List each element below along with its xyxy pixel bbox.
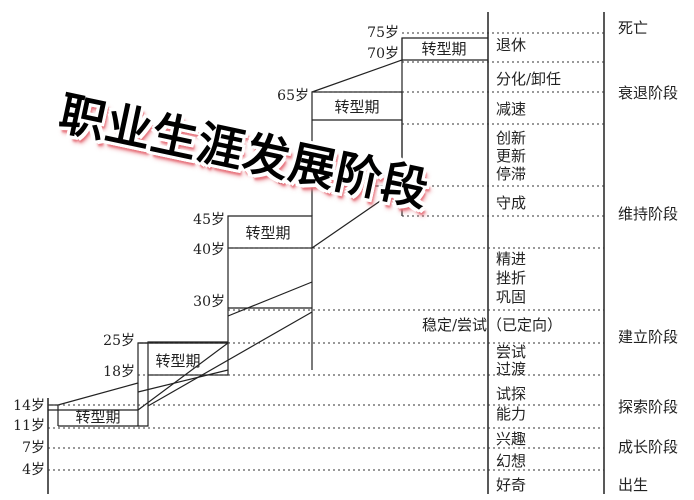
behavior-label: 减速 bbox=[496, 100, 526, 118]
age-label: 18岁 bbox=[103, 364, 135, 380]
stair-step-2-slope-b bbox=[147, 311, 313, 407]
behavior-label: 巩固 bbox=[496, 288, 526, 306]
stair-step-2-slope-a bbox=[137, 369, 229, 393]
transition-label: 转型期 bbox=[245, 224, 290, 242]
behavior-label: 兴趣 bbox=[496, 430, 526, 448]
behavior-label: 退休 bbox=[496, 36, 526, 54]
age-label: 40岁 bbox=[193, 242, 225, 258]
transition-label: 转型期 bbox=[155, 352, 200, 370]
behavior-label: 创新 bbox=[496, 129, 526, 147]
age-label: 70岁 bbox=[367, 46, 399, 62]
age-label: 7岁 bbox=[22, 440, 45, 456]
behavior-label: 分化/卸任 bbox=[496, 70, 561, 88]
behavior-label: 好奇 bbox=[496, 476, 526, 494]
behavior-label: 试探 bbox=[496, 385, 526, 403]
behavior-label: 更新 bbox=[496, 147, 526, 165]
age-label: 75岁 bbox=[367, 25, 399, 41]
stair-step-2-front bbox=[138, 341, 228, 427]
stage-label-growth: 成长阶段 bbox=[618, 438, 678, 456]
behavior-label: 稳定/尝试（已定向） bbox=[422, 316, 562, 334]
stage-label-birth: 出生 bbox=[618, 476, 648, 494]
age-label: 30岁 bbox=[193, 294, 225, 310]
age-labels: 75岁 70岁 65岁 50岁 45岁 40岁 30岁 25岁 18岁 14岁 … bbox=[13, 25, 399, 478]
behavior-label: 精进 bbox=[496, 250, 526, 268]
stage-label-death: 死亡 bbox=[618, 19, 648, 37]
transition-label: 转型期 bbox=[75, 408, 120, 426]
behavior-label: 能力 bbox=[496, 405, 526, 423]
stair-step-3-slope-d bbox=[311, 185, 403, 249]
age-label: 4岁 bbox=[22, 462, 45, 478]
stage-label-decline: 衰退阶段 bbox=[618, 84, 678, 102]
stage-labels: 死亡 衰退阶段 维持阶段 建立阶段 探索阶段 成长阶段 出生 bbox=[618, 19, 678, 494]
age-label: 25岁 bbox=[103, 333, 135, 349]
stage-label-maintenance: 维持阶段 bbox=[618, 205, 678, 223]
behavior-label: 幻想 bbox=[496, 452, 526, 470]
transition-label: 转型期 bbox=[334, 98, 379, 116]
age-label: 45岁 bbox=[193, 212, 225, 228]
transition-label: 转型期 bbox=[421, 40, 466, 58]
stage-label-establishment: 建立阶段 bbox=[618, 328, 678, 346]
age-label: 65岁 bbox=[277, 88, 309, 104]
dotted-guides bbox=[48, 32, 604, 471]
age-label: 14岁 bbox=[13, 398, 45, 414]
age-label: 11岁 bbox=[13, 418, 45, 434]
behavior-label: 停滞 bbox=[496, 165, 526, 183]
behavior-label: 过渡 bbox=[496, 360, 526, 378]
stage-label-exploration: 探索阶段 bbox=[618, 398, 678, 416]
behavior-label: 尝试 bbox=[496, 343, 526, 361]
transition-labels: 转型期 转型期 转型期 转型期 转型期 bbox=[75, 40, 466, 426]
age-label: 50岁 bbox=[277, 172, 309, 188]
behavior-label: 挫折 bbox=[496, 269, 526, 287]
behavior-label: 守成 bbox=[496, 194, 526, 212]
behavior-labels: 退休 分化/卸任 减速 创新 更新 停滞 守成 精进 挫折 巩固 稳定/尝试（已… bbox=[422, 36, 562, 494]
stair-step-3-slope-b bbox=[227, 281, 313, 317]
